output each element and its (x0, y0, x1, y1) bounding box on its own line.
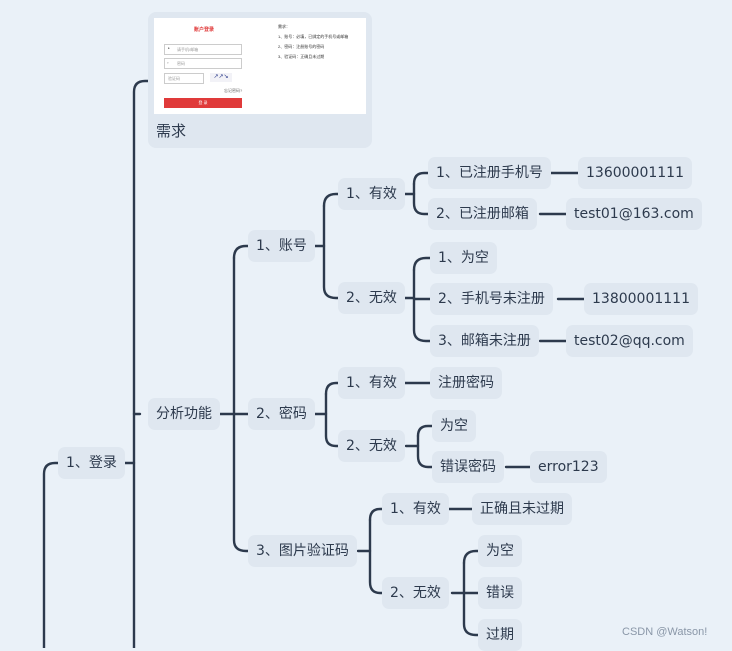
notes-title: 需求： (278, 24, 290, 29)
node-account: 1、账号 (248, 230, 315, 262)
node-captcha-invalid-wrong: 错误 (478, 577, 522, 609)
account-field: ⚬ 请手机/邮箱 (164, 44, 242, 55)
node-account-invalid-phone-value: 13800001111 (584, 283, 698, 315)
node-account-valid-email: 2、已注册邮箱 (428, 198, 537, 230)
node-login: 1、登录 (58, 447, 125, 479)
node-captcha-invalid-empty: 为空 (478, 535, 522, 567)
node-captcha-valid: 1、有效 (382, 493, 449, 525)
node-account-invalid-phone: 2、手机号未注册 (430, 283, 553, 315)
login-button-label: 登 录 (198, 100, 208, 105)
node-password-valid-child: 注册密码 (430, 367, 502, 399)
watermark: CSDN @Watson! (622, 626, 708, 638)
node-analysis: 分析功能 (148, 398, 220, 430)
node-password-invalid-wrong: 错误密码 (432, 451, 504, 483)
node-password-invalid-empty: 为空 (432, 410, 476, 442)
account-placeholder: 请手机/邮箱 (177, 47, 199, 52)
note-1: 1、账号：必填，已绑定的手机号或邮箱 (278, 34, 349, 39)
login-button: 登 录 (164, 98, 242, 108)
password-placeholder: 密码 (177, 61, 185, 66)
node-captcha-valid-child: 正确且未过期 (472, 493, 572, 525)
captcha-field: 验证码 (164, 73, 204, 84)
node-account-valid-phone: 1、已注册手机号 (428, 157, 551, 189)
node-account-invalid-email-value: test02@qq.com (566, 325, 693, 357)
node-captcha: 3、图片验证码 (248, 535, 357, 567)
password-field: ▫ 密码 (164, 58, 242, 69)
captcha-placeholder: 验证码 (168, 76, 180, 81)
login-page-screenshot: 账户登录 ⚬ 请手机/邮箱 ▫ 密码 验证码 ↗↗↘ 忘记密码? 登 录 需求：… (154, 18, 366, 114)
node-captcha-invalid: 2、无效 (382, 577, 449, 609)
node-account-invalid: 2、无效 (338, 282, 405, 314)
node-account-valid-phone-value: 13600001111 (578, 157, 692, 189)
note-2: 2、密码：注册账号的密码 (278, 44, 325, 49)
node-password-invalid-wrong-value: error123 (530, 451, 607, 483)
node-account-invalid-email: 3、邮箱未注册 (430, 325, 539, 357)
form-title: 账户登录 (194, 27, 215, 33)
captcha-image: ↗↗↘ (210, 73, 232, 82)
node-password-invalid: 2、无效 (338, 430, 405, 462)
node-account-valid: 1、有效 (338, 178, 405, 210)
node-password: 2、密码 (248, 398, 315, 430)
node-password-valid: 1、有效 (338, 367, 405, 399)
node-account-invalid-empty: 1、为空 (430, 242, 497, 274)
forgot-link: 忘记密码? (224, 88, 243, 93)
requirement-label: 需求 (156, 122, 187, 140)
lock-icon: ▫ (167, 60, 169, 65)
node-captcha-invalid-expired: 过期 (478, 619, 522, 651)
note-3: 3、验证码：正确且未过期 (278, 54, 325, 59)
node-account-valid-email-value: test01@163.com (566, 198, 702, 230)
user-icon: ⚬ (167, 46, 171, 51)
requirement-card: 账户登录 ⚬ 请手机/邮箱 ▫ 密码 验证码 ↗↗↘ 忘记密码? 登 录 需求：… (148, 12, 372, 148)
